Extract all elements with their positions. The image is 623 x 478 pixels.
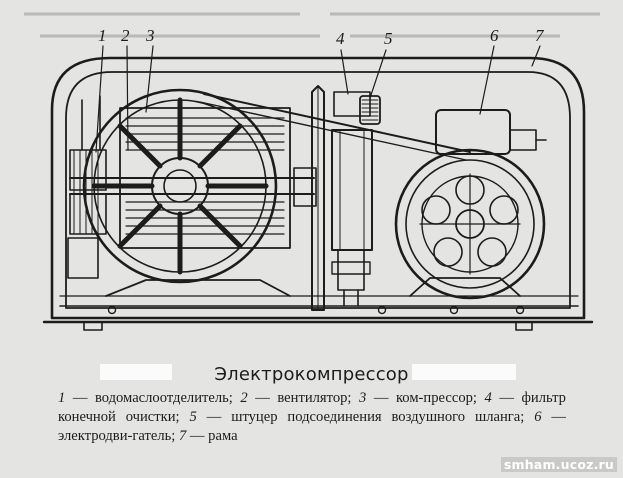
- leader-lines: [95, 45, 541, 153]
- figure-caption: Электрокомпрессор: [214, 364, 409, 385]
- callout-2: 2: [121, 26, 130, 45]
- erased-patch-right: [412, 364, 516, 380]
- callout-3: 3: [146, 26, 155, 45]
- legend-num-6: 6: [534, 409, 542, 425]
- legend-num-7: 7: [178, 428, 187, 444]
- legend-num-3: 3: [359, 390, 367, 406]
- legend-num-5: 5: [189, 409, 197, 425]
- callout-7: 7: [535, 26, 544, 45]
- callout-1: 1: [98, 26, 107, 45]
- frame-inner: [65, 71, 571, 309]
- legend-text-5: — штуцер подсоединения воздушного шланга…: [206, 409, 525, 425]
- callout-5: 5: [384, 29, 393, 48]
- legend-text-7: — рама: [189, 428, 238, 444]
- legend-num-1: 1: [58, 390, 66, 406]
- legend-text-4: — фильтр конечной очистки;: [58, 390, 566, 425]
- flywheel-outer: [82, 88, 278, 284]
- frame-outer: [50, 56, 586, 320]
- legend-text-3: — ком-прессор;: [373, 390, 477, 406]
- bleed-through-lines: [24, 12, 600, 38]
- legend-num-4: 4: [484, 390, 492, 406]
- legend-text-2: — вентилятор;: [255, 390, 352, 406]
- legend-text-6: — электродви-гатель;: [58, 409, 567, 444]
- erased-patch-left: [100, 364, 172, 380]
- compressor-drawing: [24, 12, 600, 331]
- legend-num-2: 2: [240, 390, 248, 406]
- motor-housing: [394, 148, 546, 300]
- figure-legend: 1 — водомаслоотделитель; 2 — вентилятор;…: [58, 389, 566, 446]
- callout-4: 4: [336, 29, 345, 48]
- callout-6: 6: [490, 26, 499, 45]
- legend-text-1: — водомаслоотделитель;: [72, 390, 233, 406]
- site-watermark: smham.ucoz.ru: [500, 457, 617, 472]
